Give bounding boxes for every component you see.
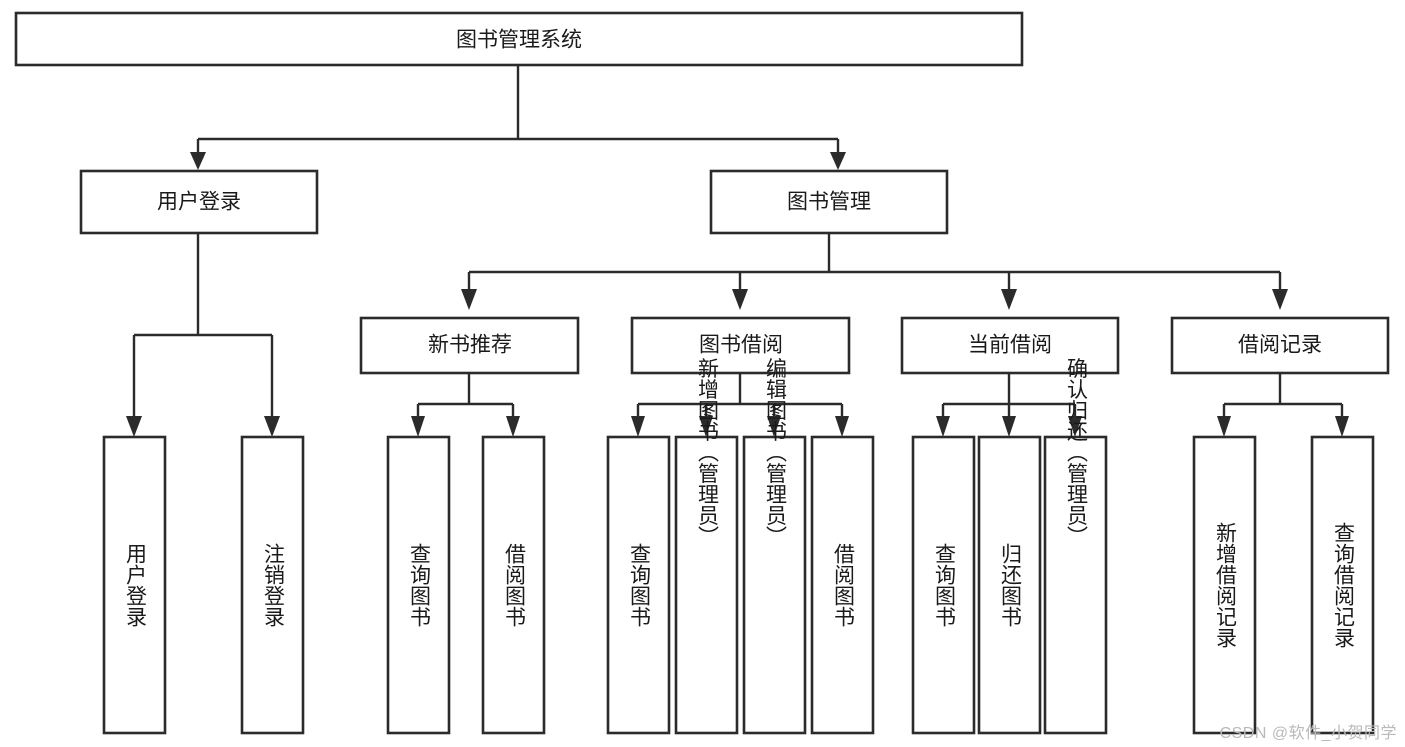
node-new-book-recommend[interactable]: 新书推荐 xyxy=(359,316,580,375)
node-leaf-add-borrow-record-label: 新增借阅记录 xyxy=(1213,522,1237,648)
arrow-current-borrow-child-3 xyxy=(1068,416,1082,437)
arrow-to-new-book xyxy=(461,289,477,310)
node-leaf-query-borrow-record-box[interactable] xyxy=(1310,435,1375,735)
node-leaf-borrow-book-1-box[interactable] xyxy=(481,435,546,735)
node-leaf-query-borrow-record-label: 查询借阅记录 xyxy=(1331,522,1355,648)
node-book-borrow-box[interactable] xyxy=(630,316,851,375)
arrow-new-book-child-1 xyxy=(411,416,425,437)
node-root-box[interactable] xyxy=(14,11,1024,67)
node-new-book-recommend-label: 新书推荐 xyxy=(428,334,512,357)
arrow-to-book-manage xyxy=(830,152,846,170)
node-leaf-query-book-3-label: 查询图书 xyxy=(932,543,956,627)
node-leaf-borrow-book-2-box[interactable] xyxy=(810,435,875,735)
node-leaf-query-book-1-box[interactable] xyxy=(386,435,451,735)
node-leaf-user-login-box[interactable] xyxy=(102,435,167,735)
node-leaf-edit-book-admin-label: 编辑图书（管理员） xyxy=(763,358,787,547)
arrow-current-borrow-child-2 xyxy=(1002,416,1016,437)
arrow-to-current-borrow xyxy=(1001,289,1017,310)
node-leaf-add-borrow-record-box[interactable] xyxy=(1192,435,1257,735)
node-leaf-borrow-book-1-label: 借阅图书 xyxy=(502,543,526,627)
arrow-to-book-borrow xyxy=(732,289,748,310)
node-leaf-add-book-admin[interactable]: 新增图书（管理员） xyxy=(674,358,739,735)
node-current-borrow[interactable]: 当前借阅 xyxy=(900,316,1120,375)
node-leaf-borrow-book-2[interactable]: 借阅图书 xyxy=(810,435,875,735)
node-current-borrow-label: 当前借阅 xyxy=(968,334,1052,357)
node-leaf-query-book-3[interactable]: 查询图书 xyxy=(911,435,976,735)
node-leaf-query-book-2-box[interactable] xyxy=(606,435,671,735)
node-book-borrow-label: 图书借阅 xyxy=(699,334,783,357)
node-root-label: 图书管理系统 xyxy=(456,29,582,52)
node-leaf-edit-book-admin-box[interactable] xyxy=(742,435,807,735)
arrow-user-login-child-2 xyxy=(264,416,280,437)
node-leaf-borrow-book-1[interactable]: 借阅图书 xyxy=(481,435,546,735)
node-leaf-query-borrow-record[interactable]: 查询借阅记录 xyxy=(1310,435,1375,735)
node-leaf-query-book-1-label: 查询图书 xyxy=(407,543,431,627)
node-leaf-return-book-label: 归还图书 xyxy=(998,543,1022,627)
node-borrow-record-box[interactable] xyxy=(1170,316,1390,375)
node-book-manage-label: 图书管理 xyxy=(787,191,871,214)
arrow-new-book-child-2 xyxy=(506,416,520,437)
csdn-watermark: CSDN @软件_小贺同学 xyxy=(1219,725,1397,742)
node-leaf-logout-box[interactable] xyxy=(240,435,305,735)
arrow-user-login-child-1 xyxy=(126,416,142,437)
node-leaf-query-book-2[interactable]: 查询图书 xyxy=(606,435,671,735)
node-leaf-add-book-admin-box[interactable] xyxy=(674,435,739,735)
node-leaf-edit-book-admin[interactable]: 编辑图书（管理员） xyxy=(742,358,807,735)
node-user-login[interactable]: 用户登录 xyxy=(79,169,319,235)
arrow-to-borrow-record xyxy=(1272,289,1288,310)
node-leaf-add-borrow-record[interactable]: 新增借阅记录 xyxy=(1192,435,1257,735)
node-root[interactable]: 图书管理系统 xyxy=(14,11,1024,67)
arrow-current-borrow-child-1 xyxy=(936,416,950,437)
node-leaf-return-book-box[interactable] xyxy=(977,435,1042,735)
arrow-to-user-login xyxy=(190,152,206,170)
node-current-borrow-box[interactable] xyxy=(900,316,1120,375)
node-book-manage-box[interactable] xyxy=(709,169,949,235)
node-leaf-confirm-return-admin-box[interactable] xyxy=(1043,435,1108,735)
node-leaf-add-book-admin-label: 新增图书（管理员） xyxy=(695,358,719,547)
arrow-borrow-record-child-1 xyxy=(1217,416,1231,437)
arrow-borrow-record-child-2 xyxy=(1335,416,1349,437)
node-leaf-query-book-3-box[interactable] xyxy=(911,435,976,735)
node-leaf-confirm-return-admin-label: 确认归还（管理员） xyxy=(1064,358,1088,547)
node-leaf-user-login[interactable]: 用户登录 xyxy=(102,435,167,735)
node-leaf-query-book-2-label: 查询图书 xyxy=(627,543,651,627)
node-book-manage[interactable]: 图书管理 xyxy=(709,169,949,235)
node-leaf-confirm-return-admin[interactable]: 确认归还（管理员） xyxy=(1043,358,1108,735)
node-leaf-query-book-1[interactable]: 查询图书 xyxy=(386,435,451,735)
node-leaf-borrow-book-2-label: 借阅图书 xyxy=(831,543,855,627)
node-user-login-box[interactable] xyxy=(79,169,319,235)
node-user-login-label: 用户登录 xyxy=(157,191,241,214)
arrow-book-borrow-child-1 xyxy=(631,416,645,437)
arrow-book-borrow-child-3 xyxy=(767,416,781,437)
node-borrow-record[interactable]: 借阅记录 xyxy=(1170,316,1390,375)
node-book-borrow[interactable]: 图书借阅 xyxy=(630,316,851,375)
node-leaf-logout[interactable]: 注销登录 xyxy=(240,435,305,735)
node-leaf-return-book[interactable]: 归还图书 xyxy=(977,435,1042,735)
connector-layer xyxy=(126,65,1349,437)
node-leaf-user-login-label: 用户登录 xyxy=(123,543,147,627)
node-new-book-recommend-box[interactable] xyxy=(359,316,580,375)
node-leaf-logout-label: 注销登录 xyxy=(261,543,285,627)
node-borrow-record-label: 借阅记录 xyxy=(1238,334,1322,357)
arrow-book-borrow-child-2 xyxy=(699,416,713,437)
arrow-book-borrow-child-4 xyxy=(835,416,849,437)
